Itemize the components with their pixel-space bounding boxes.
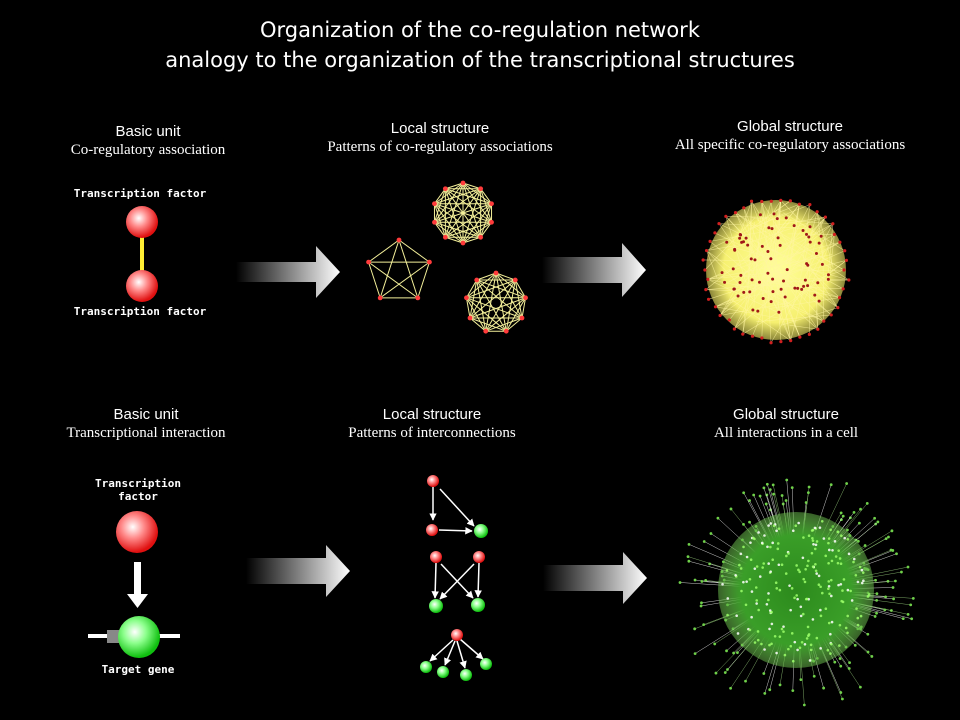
bottom-global-header: Global structure All interactions in a c… xyxy=(626,406,946,442)
regulation-arrow-head xyxy=(127,594,148,608)
coregulatory-cliques xyxy=(366,180,528,334)
arrow-bottom-1 xyxy=(246,545,350,597)
top-basic-sub: Co-regulatory association xyxy=(70,142,226,158)
top-local-header: Local structure Patterns of co-regulator… xyxy=(280,120,600,156)
bottom-local-header: Local structure Patterns of interconnect… xyxy=(272,406,592,442)
bottom-basic-heading: Basic unit xyxy=(113,406,179,423)
top-global-heading: Global structure xyxy=(737,118,843,135)
top-tf-label-1: Transcription factor xyxy=(73,187,207,200)
coregulation-network-blob xyxy=(701,198,851,345)
bottom-global-sub: All interactions in a cell xyxy=(713,425,859,441)
bottom-basic-unit xyxy=(88,511,180,658)
top-basic-unit xyxy=(126,206,158,302)
top-local-heading: Local structure xyxy=(390,120,490,137)
regulation-arrow-shaft xyxy=(134,562,141,596)
bottom-basic-sub: Transcriptional interaction xyxy=(66,425,226,441)
target-gene-node xyxy=(118,616,160,658)
arrow-top-2 xyxy=(542,243,646,297)
title-line-2: analogy to the organization of the trans… xyxy=(165,48,795,72)
top-basic-heading: Basic unit xyxy=(115,123,181,140)
top-global-sub: All specific co-regulatory associations xyxy=(674,137,906,153)
target-gene-label: Target gene xyxy=(101,663,175,676)
transcriptional-network-blob xyxy=(678,478,915,707)
promoter-box xyxy=(107,630,121,643)
network-motifs xyxy=(429,486,484,669)
top-basic-header: Basic unit Co-regulatory association xyxy=(0,123,308,159)
tf-node xyxy=(116,511,158,553)
motif-nodes xyxy=(420,475,492,681)
bottom-global-heading: Global structure xyxy=(733,406,839,423)
top-global-header: Global structure All specific co-regulat… xyxy=(630,118,950,154)
tf-node-top xyxy=(126,206,158,238)
top-local-sub: Patterns of co-regulatory associations xyxy=(327,139,553,155)
arrow-top-1 xyxy=(236,246,340,298)
title-line-1: Organization of the co-regulation networ… xyxy=(260,18,700,42)
arrow-bottom-2 xyxy=(543,552,647,604)
bottom-basic-header: Basic unit Transcriptional interaction xyxy=(0,406,306,442)
top-tf-label-2: Transcription factor xyxy=(73,305,207,318)
bottom-local-heading: Local structure xyxy=(382,406,482,423)
bottom-tf-label: Transcription factor xyxy=(94,477,182,503)
tf-node-bottom xyxy=(126,270,158,302)
bottom-local-sub: Patterns of interconnections xyxy=(348,425,516,441)
